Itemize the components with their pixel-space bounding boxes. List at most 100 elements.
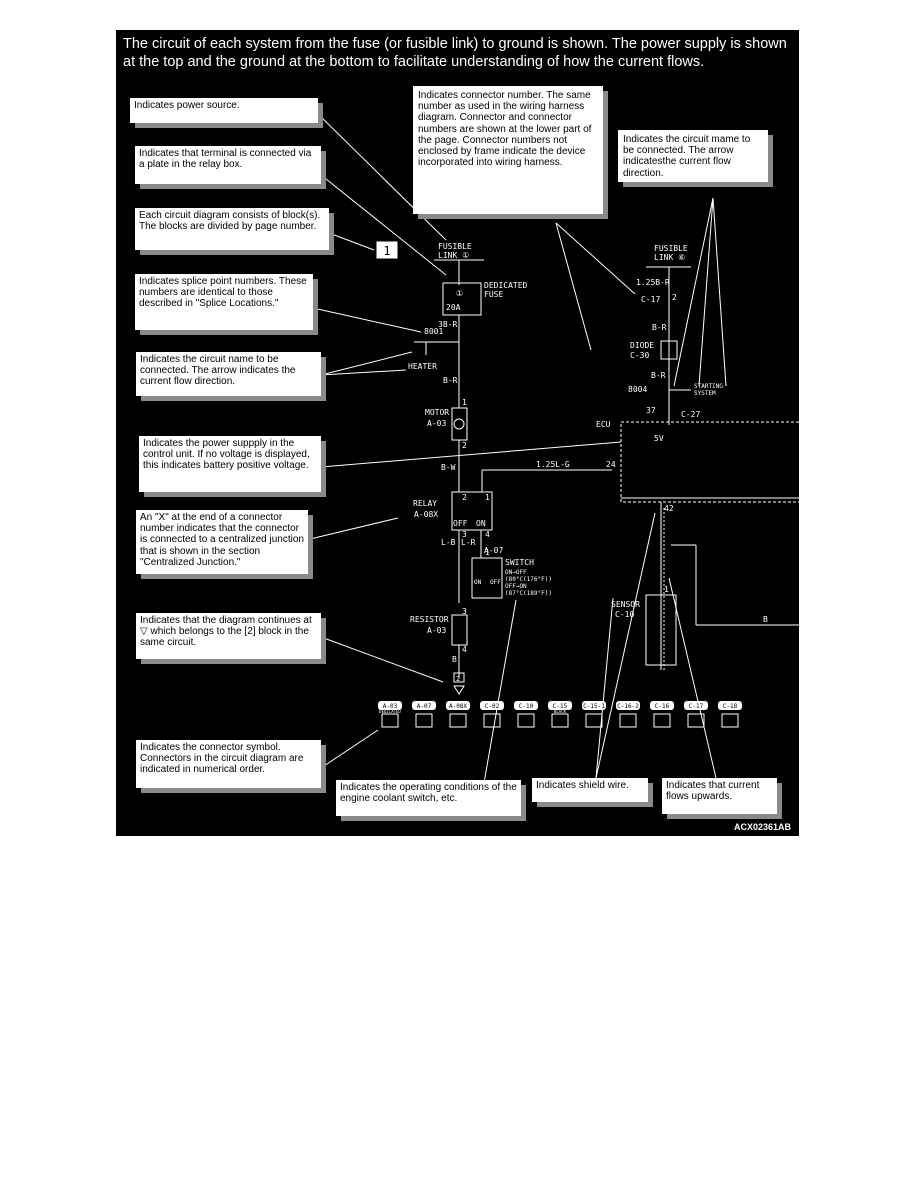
heater-label: HEATER <box>408 362 437 371</box>
block-number-box <box>376 241 398 259</box>
connector-label: C-16-2 <box>617 703 639 710</box>
dedicated-fuse-2: FUSE <box>484 290 503 299</box>
continue-triangle <box>453 685 465 695</box>
callout-continues: Indicates that the diagram continues at … <box>136 613 321 659</box>
fusible-link-right-2: LINK ⑥ <box>654 253 685 262</box>
sensor-box <box>645 594 677 666</box>
terminal-5: 3 <box>462 530 467 539</box>
connector-symbol-icon <box>585 713 603 728</box>
connector-label: C-17 <box>689 703 704 710</box>
connector-label-box <box>718 701 742 710</box>
ecu-box <box>620 421 799 503</box>
wire-b: B <box>452 655 457 664</box>
callout-current-up: Indicates that current flows upwards. <box>662 778 777 814</box>
wire-l-r: L-R <box>461 538 476 547</box>
switch-spec-4: (87°C(189°F)) <box>505 590 552 597</box>
wire-3b-r: 3B-R <box>438 320 457 329</box>
leader-connector-number-2 <box>555 222 592 351</box>
fuse-rating: 20A <box>446 303 461 312</box>
wire-b-r: B-R <box>443 376 458 385</box>
fusible-link-right-1: FUSIBLE <box>654 244 688 253</box>
connector-label: A-07 <box>417 703 432 710</box>
leader-connector-number-1 <box>555 222 636 295</box>
connector-symbol-icon <box>619 713 637 728</box>
connector-symbol-icon <box>483 713 501 728</box>
connector-label: C-18 <box>723 703 738 710</box>
callout-power-source: Indicates power source. <box>130 98 318 123</box>
callout-connector-number: Indicates connector number. The same num… <box>413 86 603 214</box>
figure-id: ACX02361AB <box>733 822 791 832</box>
fuse-number: ① <box>456 289 463 298</box>
leader-x-connector <box>305 517 399 541</box>
starting-system-1: STARTING <box>694 383 723 390</box>
connector-symbol-icon <box>653 713 671 728</box>
resistor-connector: A-03 <box>427 626 446 635</box>
connector-symbol-icon <box>687 713 705 728</box>
switch-label: SWITCH <box>505 558 534 567</box>
continue-number: 2 <box>456 675 460 683</box>
leader-circuit-right-3 <box>712 197 727 387</box>
wire-b-w: B-W <box>441 463 456 472</box>
wire-b-r-upper: B-R <box>652 323 667 332</box>
wire-b-right: B <box>763 615 768 624</box>
relay-on: ON <box>476 519 486 528</box>
leader-power-source <box>315 111 447 241</box>
leader-circuit-left-2 <box>320 369 407 376</box>
connector-symbol-icon <box>449 713 467 728</box>
connector-symbol-icon <box>721 713 739 728</box>
block-number: 1 <box>383 244 390 258</box>
leader-splice <box>312 307 422 333</box>
terminal-1: 1 <box>462 398 467 407</box>
connector-sublabel: BLACK <box>554 709 567 714</box>
connector-label: A-03 <box>383 703 398 710</box>
connector-symbol-icon <box>551 713 569 728</box>
connector-label: C-15-1 <box>583 703 605 710</box>
diode-label-1: DIODE <box>630 341 654 350</box>
leader-plate-terminal <box>320 174 447 276</box>
sensor-label: SENSOR <box>611 600 640 609</box>
callout-blocks: Each circuit diagram consists of block(s… <box>135 208 329 250</box>
terminal-14: 1 <box>664 585 669 594</box>
resistor-box <box>451 614 468 646</box>
connector-label-box <box>412 701 436 710</box>
leader-blocks <box>328 232 375 251</box>
relay-label: RELAY <box>413 499 437 508</box>
dedicated-fuse-1: DEDICATED <box>484 281 528 290</box>
connector-label-box <box>650 701 674 710</box>
callout-x-connector: An "X" at the end of a connector number … <box>136 510 308 574</box>
connector-symbol-icon <box>517 713 535 728</box>
continue-box <box>453 672 465 683</box>
diode-label-2: C-30 <box>630 351 649 360</box>
callout-circuit-name-right: Indicates the circuit mame to be connect… <box>618 130 768 182</box>
connector-label-box <box>684 701 708 710</box>
connector-label-box <box>378 701 402 710</box>
connector-label: C-15 <box>553 703 568 710</box>
terminal-9: 4 <box>462 645 467 654</box>
callout-shield-wire: Indicates shield wire. <box>532 778 648 802</box>
switch-off: OFF <box>490 579 501 586</box>
terminal-8: 3 <box>462 607 467 616</box>
splice-right: 8004 <box>628 385 647 394</box>
relay-connector: A-08X <box>414 510 438 519</box>
connector-label-box <box>548 701 572 710</box>
leader-circuit-right-2 <box>698 197 714 387</box>
relay-box <box>451 491 493 531</box>
connector-label: C-16 <box>655 703 670 710</box>
terminal-2: 2 <box>462 441 467 450</box>
motor-connector: A-03 <box>427 419 446 428</box>
callout-plate-terminal: Indicates that terminal is connected via… <box>135 146 321 184</box>
switch-spec-1: ON→OFF <box>505 569 527 576</box>
wire-b-r-right: B-R <box>651 371 666 380</box>
terminal-10: 2 <box>672 293 677 302</box>
switch-box <box>471 557 503 599</box>
leader-circuit-right-1 <box>673 197 714 387</box>
leader-shield-1 <box>595 597 614 779</box>
leader-power-supply <box>320 441 622 468</box>
connector-label: C-02 <box>485 703 500 710</box>
connector-label-box <box>514 701 538 710</box>
terminal-12: 24 <box>606 460 616 469</box>
switch-on: ON <box>474 579 482 586</box>
connector-label-box <box>616 701 640 710</box>
